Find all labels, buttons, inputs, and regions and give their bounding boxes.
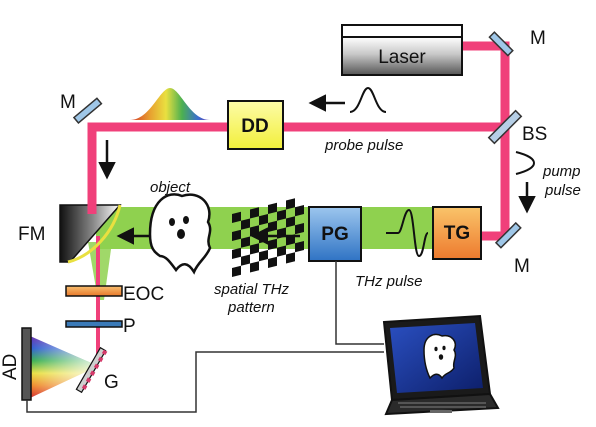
spectrum-fan-fade xyxy=(30,336,98,398)
laser-beam xyxy=(87,41,510,241)
detector-to-laptop-cable xyxy=(26,351,384,413)
eoc-crystal xyxy=(65,285,123,297)
beam-splitter xyxy=(487,109,523,145)
object-label: object xyxy=(150,179,191,196)
thz-pulse-label: THz pulse xyxy=(355,273,423,290)
spatial-pattern-label-line1: spatial THz xyxy=(214,281,290,298)
mirror-top-right-label: M xyxy=(530,28,546,49)
mirror-top-left-label: M xyxy=(60,92,76,113)
probe-pulse-label: probe pulse xyxy=(324,137,403,154)
polarizer xyxy=(65,320,123,328)
pump-label-line2: pulse xyxy=(544,182,581,199)
ad-label: AD xyxy=(0,354,21,380)
laptop-screen-ghost xyxy=(423,333,457,380)
tg-box xyxy=(432,206,482,260)
laptop xyxy=(382,314,500,416)
ghost-object xyxy=(148,193,212,275)
probe-pulse-icon xyxy=(349,86,387,113)
pg-to-laptop-cable xyxy=(335,261,384,345)
mirror-top-left xyxy=(72,97,103,124)
area-detector xyxy=(21,327,32,401)
spatial-thz-pattern xyxy=(232,198,304,277)
pump-label-line1: pump xyxy=(542,163,581,180)
chirped-probe-pulse xyxy=(130,88,210,120)
pg-label: PG xyxy=(321,224,348,245)
eoc-label: EOC xyxy=(123,284,164,305)
grating xyxy=(75,346,108,394)
fm-label: FM xyxy=(18,224,45,245)
mirror-bottom-right xyxy=(494,221,522,249)
dd-label: DD xyxy=(241,116,268,137)
pg-box xyxy=(308,206,362,262)
mirror-bottom-right-label: M xyxy=(514,256,530,277)
dd-box xyxy=(227,100,284,150)
beam-splitter-label: BS xyxy=(522,124,547,145)
tg-label: TG xyxy=(444,223,470,244)
g-label: G xyxy=(104,372,119,393)
laser-box: Laser xyxy=(341,24,463,76)
focusing-mirror xyxy=(59,204,122,264)
thz-pulse-waveform xyxy=(386,208,429,258)
p-label: P xyxy=(123,316,136,337)
laser-label: Laser xyxy=(378,47,426,68)
mirror-top-right xyxy=(488,31,514,57)
pump-pulse-icon xyxy=(515,151,535,175)
spatial-pattern-label-line2: pattern xyxy=(227,299,275,316)
